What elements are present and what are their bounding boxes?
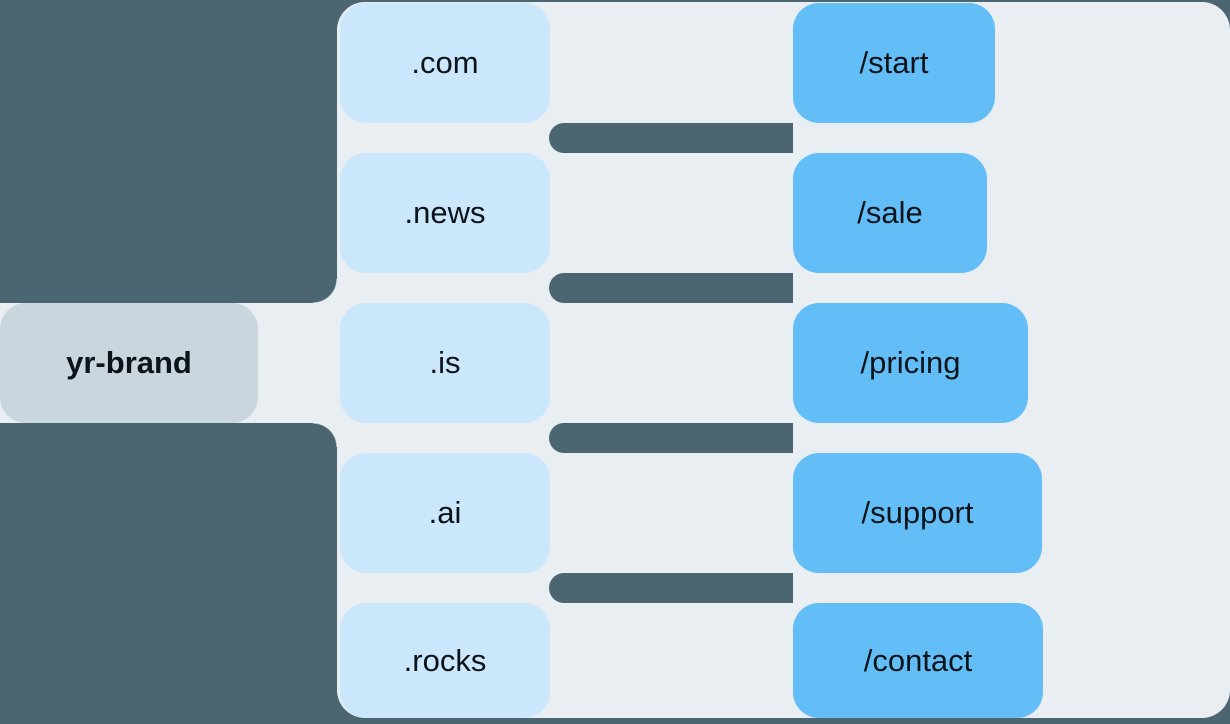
path-label: /start [859,45,929,80]
tld-label: .ai [428,495,462,530]
path-label: /sale [857,195,923,230]
tld-chip-rocks: .rocks [340,603,550,718]
channel-fillet-bottom [313,423,337,447]
path-chip-sale: /sale [793,153,987,273]
path-chip-pricing: /pricing [793,303,1028,423]
tld-chip-is: .is [340,303,550,423]
channel-fillet-top [313,279,337,303]
brand-label: yr-brand [66,345,192,380]
path-label: /pricing [860,345,961,380]
tld-chip-com: .com [340,3,550,123]
path-chip-start: /start [793,3,995,123]
path-chip-contact: /contact [793,603,1043,718]
path-label: /support [861,495,974,530]
path-label: /contact [863,642,973,678]
connector-bar [549,273,793,303]
tld-label: .news [404,195,486,230]
tld-label: .rocks [403,642,487,678]
tld-chip-news: .news [340,153,550,273]
tld-chip-ai: .ai [340,453,550,573]
connector-bar [549,573,793,603]
connector-bar [549,423,793,453]
brand-chip: yr-brand [0,303,258,423]
connector-bar [549,123,793,153]
path-chip-support: /support [793,453,1042,573]
tld-label: .com [411,45,479,80]
tld-label: .is [429,345,461,380]
